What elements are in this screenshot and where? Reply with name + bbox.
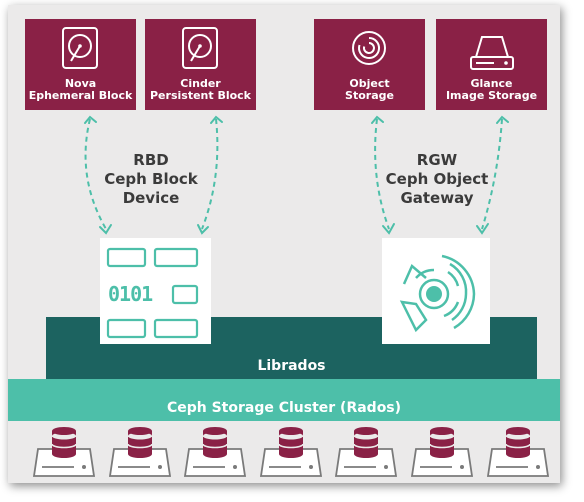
rgw-label-line3: Gateway xyxy=(400,189,474,207)
storage-node-icon xyxy=(334,427,398,477)
librados-label: Librados xyxy=(257,358,326,374)
service-type: Persistent Block xyxy=(150,89,251,102)
storage-node-icon xyxy=(259,427,323,477)
service-name: Object xyxy=(349,77,390,90)
storage-node-icon xyxy=(410,427,474,477)
service-cinder: Cinder Persistent Block xyxy=(145,19,256,110)
binary-text: 0101 xyxy=(108,282,153,306)
storage-node-icon xyxy=(486,427,550,477)
service-type: Ephemeral Block xyxy=(28,89,133,102)
ceph-logo-icon xyxy=(399,254,476,333)
hard-drive-icon xyxy=(62,27,98,69)
block-device-icon xyxy=(106,247,199,339)
service-label: Nova Ephemeral Block xyxy=(25,78,136,102)
connector-lines xyxy=(84,115,509,235)
rbd-label: RBD Ceph Block Device xyxy=(92,151,210,208)
service-type: Storage xyxy=(345,89,394,102)
storage-node-icon xyxy=(32,427,96,477)
storage-node-icon xyxy=(183,427,247,477)
hard-drive-icon xyxy=(182,27,218,69)
service-type: Image Storage xyxy=(445,89,538,102)
rbd-label-line1: RBD xyxy=(133,151,169,169)
cluster-label: Ceph Storage Cluster (Rados) xyxy=(166,400,402,416)
glance-to-rgw-connector xyxy=(481,118,503,230)
nova-to-rbd-connector xyxy=(84,118,107,230)
service-name: Cinder xyxy=(180,77,221,90)
cinder-to-rbd-connector xyxy=(201,118,219,230)
rbd-label-line3: Device xyxy=(122,189,180,207)
rgw-object-gateway-box xyxy=(382,238,490,344)
rgw-label-line2: Ceph Object xyxy=(385,170,489,188)
storage-node-icon xyxy=(108,427,172,477)
service-label: Glance Image Storage xyxy=(436,78,547,102)
storage-nodes xyxy=(32,427,550,477)
service-label: Object Storage xyxy=(314,78,425,102)
rgw-label-line1: RGW xyxy=(416,151,458,169)
service-object-storage: Object Storage xyxy=(314,19,425,110)
service-name: Glance xyxy=(470,77,513,90)
service-label: Cinder Persistent Block xyxy=(145,78,256,102)
object-to-rgw-connector xyxy=(374,118,390,230)
service-name: Nova xyxy=(64,77,97,90)
service-glance: Glance Image Storage xyxy=(436,19,547,110)
ceph-storage-cluster-layer: Ceph Storage Cluster (Rados) xyxy=(8,379,560,421)
object-storage-icon xyxy=(352,31,386,65)
service-nova: Nova Ephemeral Block xyxy=(25,19,136,110)
ceph-architecture-diagram: Nova Ephemeral Block Cinder Persistent B… xyxy=(8,5,560,483)
rbd-label-line2: Ceph Block xyxy=(104,170,198,188)
rbd-block-device-box: 0101 xyxy=(100,238,211,344)
rgw-label: RGW Ceph Object Gateway xyxy=(378,151,496,208)
server-drive-icon xyxy=(470,36,514,70)
